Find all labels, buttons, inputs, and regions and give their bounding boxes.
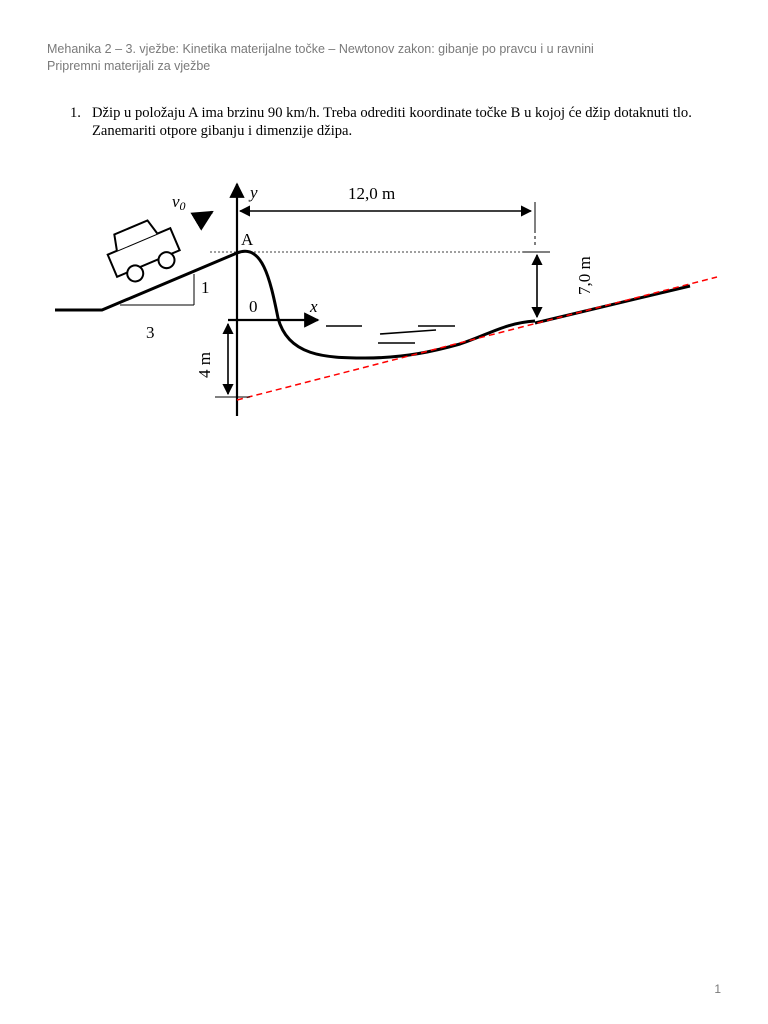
origin-label: 0 bbox=[249, 297, 258, 316]
problem-text: Džip u položaju A ima brzinu 90 km/h. Tr… bbox=[92, 105, 692, 139]
page-header: Mehanika 2 – 3. vježbe: Kinetika materij… bbox=[47, 41, 594, 75]
v0-label: v0 bbox=[172, 192, 186, 213]
left-ground bbox=[55, 251, 238, 312]
slope-run-label: 3 bbox=[146, 323, 155, 342]
dim-4m-label: 4 m bbox=[195, 352, 214, 378]
red-dashed-line bbox=[236, 276, 718, 401]
y-axis-label: y bbox=[248, 183, 258, 202]
x-axis-label: x bbox=[309, 297, 318, 316]
dim-7m-label: 7,0 m bbox=[575, 256, 594, 295]
slope-rise-label: 1 bbox=[201, 278, 210, 297]
jeep-icon bbox=[106, 219, 181, 283]
page-number: 1 bbox=[714, 982, 721, 996]
jeep-jump-diagram: v0 y x A 0 1 3 12,0 m 7,0 m bbox=[55, 182, 718, 416]
velocity-arrow bbox=[190, 210, 214, 231]
dim-12m-label: 12,0 m bbox=[348, 184, 395, 203]
point-A-label: A bbox=[241, 230, 254, 249]
header-title: Mehanika 2 – 3. vježbe: Kinetika materij… bbox=[47, 42, 594, 56]
water-line bbox=[379, 329, 437, 335]
problem-1: 1. Džip u položaju A ima brzinu 90 km/h.… bbox=[70, 104, 720, 140]
problem-figure: v0 y x A 0 1 3 12,0 m 7,0 m bbox=[50, 168, 720, 418]
problem-number: 1. bbox=[70, 105, 81, 121]
header-subtitle: Pripremni materijali za vježbe bbox=[47, 59, 211, 73]
terrain-profile bbox=[236, 249, 536, 360]
